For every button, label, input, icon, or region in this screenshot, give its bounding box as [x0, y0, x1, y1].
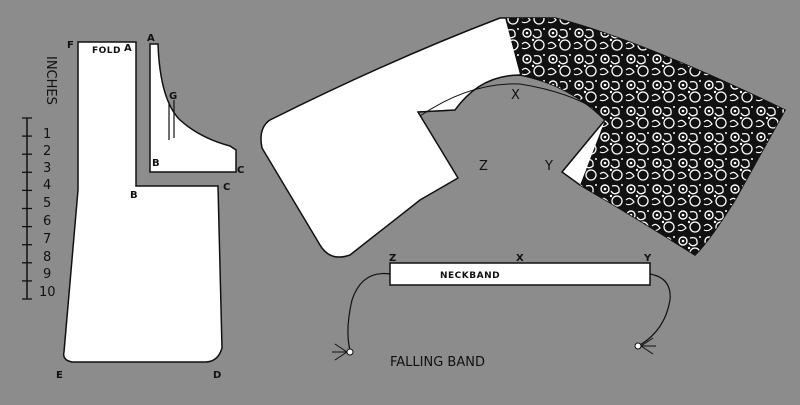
scale-tick-label: 8	[43, 250, 51, 265]
scale-tick-label: 4	[43, 178, 51, 193]
point-f: F	[67, 40, 74, 51]
point-z: Z	[389, 253, 396, 264]
tassel-left	[332, 343, 354, 361]
point-g: G	[169, 91, 177, 102]
point-y: Y	[643, 253, 652, 264]
point-d: D	[213, 370, 221, 381]
point-c: C	[237, 165, 244, 176]
point-a: A	[147, 33, 155, 44]
collar-piece: X Z Y	[260, 17, 787, 258]
point-b: B	[152, 158, 160, 169]
sleeve-outline	[149, 43, 237, 173]
scale-tick-label: 6	[43, 214, 51, 229]
inch-scale: INCHES 1 2 3 4 5 6 7 8 9 10	[22, 56, 58, 300]
scale-tick-label: 10	[39, 285, 56, 300]
point-x: X	[511, 88, 520, 103]
falling-band-label: FALLING BAND	[390, 355, 485, 370]
scale-tick-label: 9	[43, 267, 51, 282]
neckband-label: NECKBAND	[440, 271, 500, 281]
point-e: E	[56, 370, 63, 381]
neckband: NECKBAND Z X Y FALLING BAND	[332, 253, 671, 370]
scale-tick-label: 2	[43, 144, 51, 159]
scale-tick-label: 1	[43, 127, 51, 142]
scale-tick-label: 7	[43, 232, 51, 247]
scale-ticks: 1 2 3 4 5 6 7 8 9 10	[22, 117, 56, 300]
neckband-outline	[389, 262, 651, 286]
point-y: Y	[544, 159, 553, 174]
point-a: A	[124, 43, 132, 54]
fold-label: FOLD	[92, 46, 121, 56]
point-b: B	[130, 190, 138, 201]
tassel-right	[634, 337, 656, 355]
point-z: Z	[479, 159, 488, 174]
body-outline	[62, 41, 223, 363]
scale-title: INCHES	[43, 56, 58, 105]
sleeve-piece: A G B C	[147, 33, 244, 176]
tie-string-right	[639, 273, 671, 346]
tie-string-left	[347, 272, 391, 351]
point-c: C	[223, 182, 230, 193]
point-x: X	[516, 253, 524, 264]
body-pattern: FOLD F A B C D E	[56, 40, 230, 381]
scale-tick-label: 5	[43, 196, 51, 211]
lace-embroidery	[505, 18, 785, 255]
neck-guide-line	[419, 83, 601, 117]
scale-tick-label: 3	[43, 161, 51, 176]
